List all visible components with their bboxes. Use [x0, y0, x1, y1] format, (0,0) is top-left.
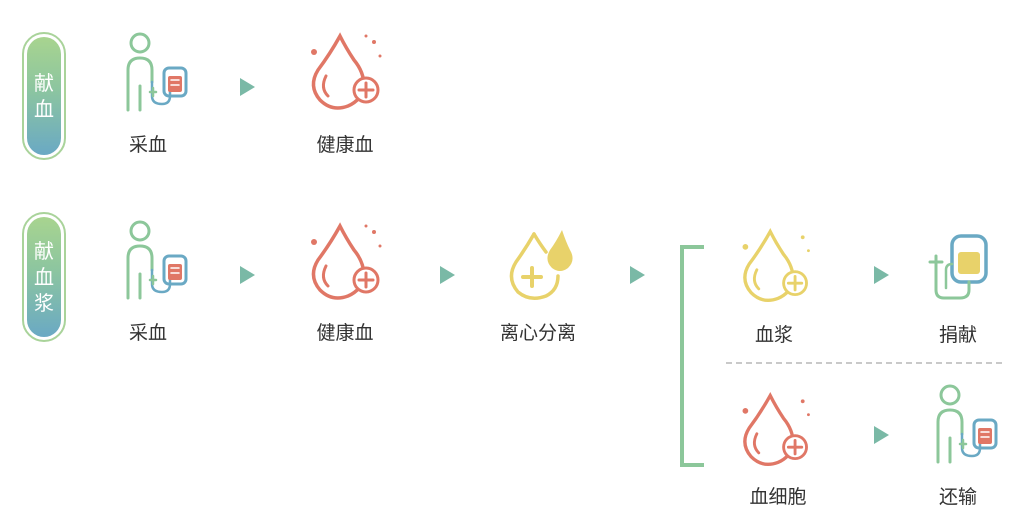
step-label: 血细胞	[749, 486, 807, 508]
flow-arrow	[240, 78, 255, 96]
blood-drop-icon	[311, 32, 382, 110]
centrifuge-drop-icon	[509, 230, 573, 300]
step-label: 健康血	[316, 322, 374, 344]
flow-arrow	[240, 266, 255, 284]
tag-char: 血	[34, 97, 54, 121]
flow-arrow	[440, 266, 455, 284]
step-label: 采血	[128, 322, 167, 344]
tag-char: 献	[34, 239, 54, 263]
tag-char: 献	[34, 71, 54, 95]
flow-arrow	[874, 266, 889, 284]
donor-icon	[126, 220, 188, 300]
flow-arrow	[630, 266, 645, 284]
branch-divider	[726, 362, 1002, 364]
step-label: 还输	[938, 486, 977, 508]
donor-icon	[126, 32, 188, 112]
step-label: 捐献	[938, 324, 977, 346]
tag-char: 血	[34, 265, 54, 289]
donate-plasma-tag: 献 血 浆	[22, 212, 66, 342]
donor-icon	[936, 384, 998, 464]
step-label: 离心分离	[499, 322, 576, 344]
tag-char: 浆	[34, 291, 54, 315]
blood-drop-icon	[311, 222, 382, 300]
step-label: 采血	[128, 134, 167, 156]
step-label: 血浆	[754, 324, 793, 346]
donate-blood-tag: 献 血	[22, 32, 66, 160]
plasma-drop-icon	[742, 227, 810, 302]
step-label: 健康血	[316, 134, 374, 156]
branch-bracket	[680, 245, 704, 467]
blood-bag-icon	[928, 234, 988, 300]
blood-drop-icon	[742, 391, 810, 466]
flow-arrow	[874, 426, 889, 444]
